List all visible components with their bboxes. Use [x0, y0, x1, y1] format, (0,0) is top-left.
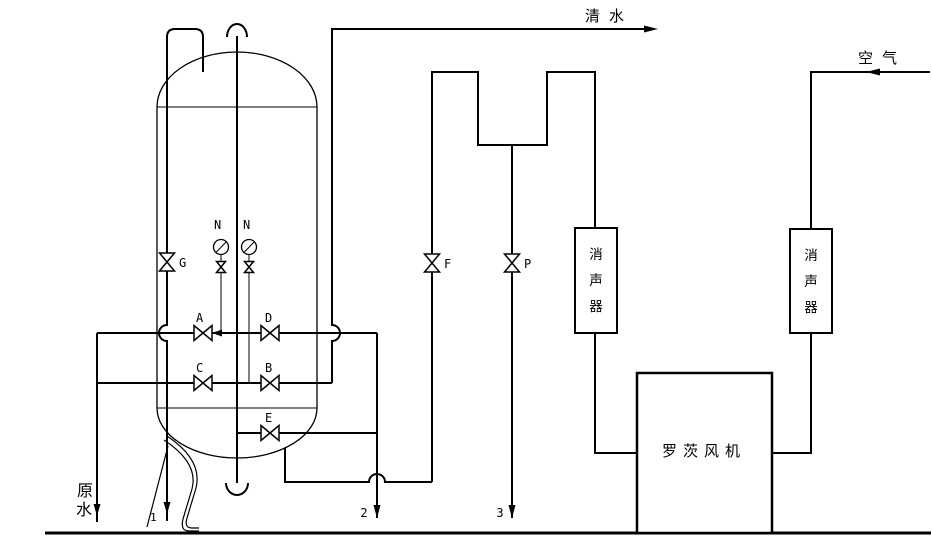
- valve-a-label: A: [196, 311, 204, 325]
- valve-c-label: C: [196, 361, 203, 375]
- air-label: 空气: [858, 49, 906, 67]
- pressure-gauge-left: N: [212, 218, 230, 337]
- raw-water-line: 原 水: [76, 333, 101, 522]
- raw-water-label-char1: 原: [77, 481, 93, 500]
- top-gooseneck-pipe: [166, 28, 204, 253]
- roots-blower-label: 罗茨风机: [662, 442, 746, 460]
- muffler-left-char1: 消: [589, 247, 603, 263]
- muffler-right: 消 声 器: [772, 228, 833, 454]
- air-return-to-vessel: [284, 448, 432, 483]
- raw-water-label-char2: 水: [76, 500, 92, 519]
- valve-b-label: B: [265, 361, 272, 375]
- gauge-right-label: N: [243, 218, 250, 232]
- muffler-right-char2: 声: [804, 274, 818, 290]
- valve-c: [193, 373, 213, 393]
- gauge-right-needle: [243, 241, 255, 253]
- gauge-left-isolation-valve: [214, 260, 228, 274]
- valve-p: [502, 253, 522, 273]
- valve-b: [260, 373, 280, 393]
- port-3-label: 3: [496, 506, 503, 520]
- valve-d: [260, 323, 280, 343]
- valve-a: [193, 323, 213, 343]
- central-pipe-bottom-hook: [225, 482, 249, 496]
- muffler-left-char3: 器: [589, 299, 603, 315]
- port-3-flow-arrow: [508, 505, 516, 518]
- drain-line-3: P 3: [496, 145, 531, 520]
- gauge-right-isolation-valve: [242, 260, 256, 274]
- muffler-right-char3: 器: [804, 300, 818, 316]
- muffler-left-char2: 声: [589, 273, 603, 289]
- roots-blower: 罗茨风机: [635, 371, 774, 535]
- valve-e-label: E: [265, 411, 272, 425]
- valve-f-label: F: [444, 257, 451, 271]
- air-flow-arrow: [866, 68, 880, 76]
- port-2-flow-arrow: [373, 505, 381, 518]
- clean-water-line: 清水: [331, 7, 658, 383]
- muffler-left: 消 声 器: [574, 227, 637, 454]
- leg-right-edge-outer: [166, 435, 199, 529]
- raw-water-flow-arrow: [93, 504, 101, 516]
- vessel-support-leg: [146, 435, 199, 532]
- port-1-flow-arrow: [163, 502, 171, 514]
- port-1-label: 1: [150, 511, 157, 524]
- air-inlet-line: 空气: [810, 49, 930, 229]
- muffler-left-to-blower-pipe: [594, 333, 637, 454]
- valve-g: [157, 252, 177, 272]
- central-pipe-top-hook: [226, 23, 248, 38]
- bottom-line-e: E: [237, 411, 377, 443]
- muffler-left-box: [574, 227, 618, 334]
- valve-d-label: D: [265, 311, 272, 325]
- double-loop-pipe: [431, 71, 596, 254]
- drain-line-2: 2: [360, 333, 381, 520]
- muffler-right-box: [789, 228, 833, 334]
- valve-g-label: G: [179, 256, 186, 270]
- valve-e: [260, 423, 280, 443]
- lower-header-cb: C B: [97, 361, 332, 393]
- valve-f: [422, 253, 442, 273]
- clean-water-riser: [331, 28, 644, 383]
- pressure-gauge-right: N: [240, 218, 258, 383]
- valve-g-downpipe: [158, 271, 168, 521]
- upper-header-ad: A D: [97, 311, 377, 343]
- gauge-left-label: N: [214, 218, 221, 232]
- port-2-label: 2: [360, 506, 367, 520]
- clean-water-arrow: [644, 25, 658, 33]
- leg-right-edge-inner: [163, 439, 199, 532]
- gauge-left-needle: [215, 241, 227, 253]
- clean-water-label: 清水: [585, 7, 633, 25]
- muffler-right-to-blower-pipe: [772, 333, 812, 454]
- roots-blower-box: [635, 371, 774, 535]
- muffler-right-char1: 消: [804, 248, 818, 264]
- central-vent-pipe: [225, 23, 249, 496]
- valve-p-label: P: [524, 257, 531, 271]
- leg-left-edge: [146, 445, 169, 528]
- air-inlet-pipe: [810, 71, 930, 229]
